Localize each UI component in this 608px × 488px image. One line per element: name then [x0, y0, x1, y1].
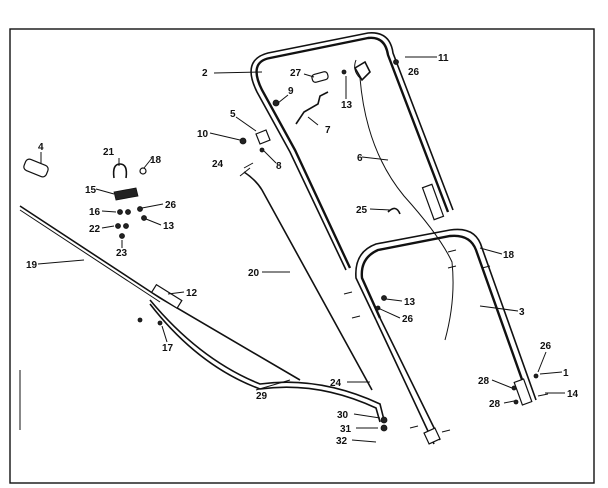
callout-11: 11 [438, 53, 449, 64]
callout-12: 12 [186, 288, 198, 299]
rod-end [239, 167, 251, 177]
block-5 [255, 129, 271, 145]
nut-13 [141, 215, 147, 221]
callout-14: 14 [567, 389, 579, 400]
callout-23: 23 [116, 248, 128, 259]
pin-17b [137, 317, 143, 323]
nut-13-mid [381, 295, 387, 301]
callout-2: 2 [202, 68, 208, 79]
callout-9: 9 [288, 86, 294, 97]
callout-24-top: 24 [212, 159, 224, 170]
control-rod-29-b [149, 303, 381, 423]
lower-handle [355, 228, 537, 445]
callout-1: 1 [563, 368, 569, 379]
callout-10: 10 [197, 129, 209, 140]
callout-15: 15 [85, 185, 97, 196]
callout-5: 5 [230, 109, 236, 120]
callout-7: 7 [325, 125, 331, 136]
upper-handle [250, 32, 454, 271]
bolt-26-right [533, 373, 539, 379]
part-27 [311, 71, 329, 83]
callout-25: 25 [356, 205, 368, 216]
callout-29: 29 [256, 391, 268, 402]
callout-8: 8 [276, 161, 282, 172]
grip-4 [23, 158, 49, 178]
callout-31: 31 [340, 424, 352, 435]
clip-21 [112, 163, 128, 179]
clip-25 [387, 207, 401, 215]
callout-30: 30 [337, 410, 349, 421]
callout-20: 20 [248, 268, 260, 279]
callout-24-bottom: 24 [330, 378, 342, 389]
callout-26-mid: 26 [402, 314, 414, 325]
bolt-8 [259, 147, 265, 153]
pin-17 [157, 320, 163, 326]
callout-27: 27 [290, 68, 302, 79]
callout-28-bottom: 28 [489, 399, 501, 410]
callout-21: 21 [103, 147, 115, 158]
diagram-frame [9, 28, 595, 484]
callout-17: 17 [162, 343, 174, 354]
bolt-11 [393, 59, 399, 65]
washer-22 [115, 223, 121, 229]
callout-3: 3 [519, 307, 525, 318]
leader-lines [37, 56, 565, 443]
nut-10 [239, 137, 247, 145]
nut-26 [137, 206, 143, 212]
callout-13-mid: 13 [404, 297, 416, 308]
callout-19: 19 [26, 260, 38, 271]
nut-9 [272, 99, 280, 107]
callout-18-right: 18 [503, 250, 515, 261]
callout-26-left: 26 [165, 200, 177, 211]
callout-22: 22 [89, 224, 101, 235]
washer-22b [123, 223, 129, 229]
callout-18-left: 18 [150, 155, 162, 166]
fastener-marks [343, 249, 549, 433]
control-bracket [353, 60, 371, 82]
control-rod-20 [243, 171, 373, 391]
tube-12 [150, 283, 183, 310]
callout-13-left: 13 [163, 221, 175, 232]
rod-19-b [19, 209, 161, 303]
nut-13-top [341, 69, 347, 75]
nut-28b [513, 399, 519, 405]
callout-26-top: 26 [408, 67, 420, 78]
callout-4: 4 [38, 142, 44, 153]
callout-6: 6 [357, 153, 363, 164]
callout-28-top: 28 [478, 376, 490, 387]
callout-26-right: 26 [540, 341, 552, 352]
callout-32: 32 [336, 436, 348, 447]
callout-labels: 4 2 11 26 27 9 5 10 8 7 13 6 25 18 3 13 … [26, 53, 579, 447]
washer-16b [125, 209, 131, 215]
control-cable [359, 77, 454, 341]
callout-13-top: 13 [341, 100, 353, 111]
control-rod-29 [149, 299, 385, 421]
part-18 [139, 167, 147, 175]
nut-28a [511, 385, 517, 391]
callout-16: 16 [89, 207, 101, 218]
washer-31a [380, 416, 388, 424]
washer-31b [380, 424, 388, 432]
washer-16 [117, 209, 123, 215]
bracket-15 [113, 187, 139, 201]
lever-7 [295, 91, 329, 125]
nut-23 [119, 233, 125, 239]
